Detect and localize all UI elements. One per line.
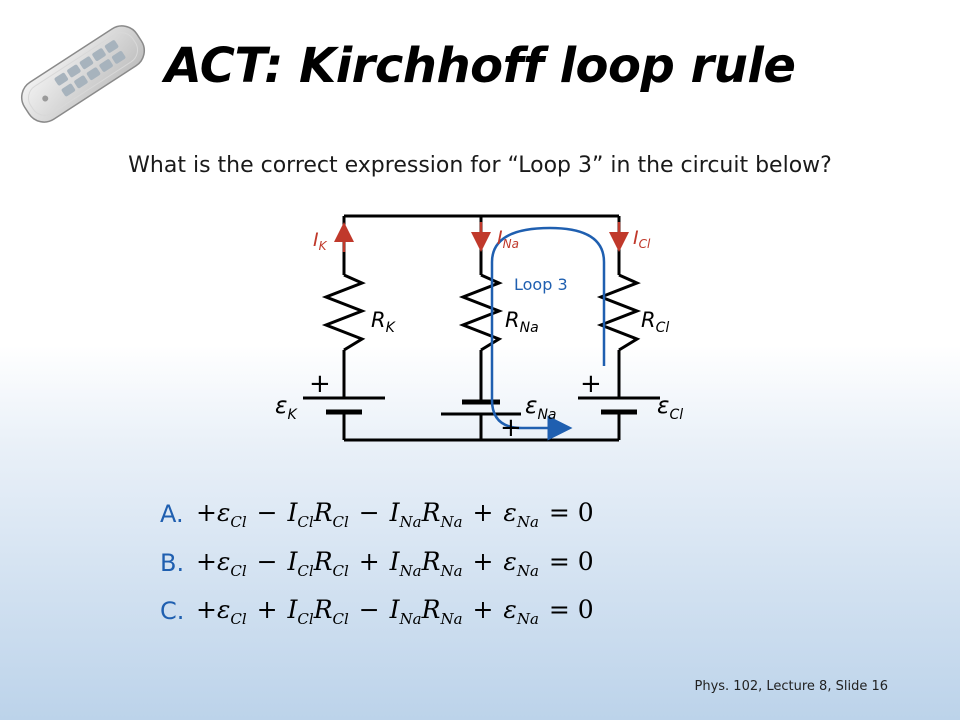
- loop-3-path: [490, 226, 606, 441]
- resistor-label-na: RNa: [505, 308, 539, 336]
- option-b-expression[interactable]: +εCl − IClRCl + INaRNa + εNa = 0: [196, 547, 594, 580]
- resistor-na: [458, 273, 504, 352]
- current-label-na: INa: [497, 227, 519, 251]
- slide-footer: Phys. 102, Lecture 8, Slide 16: [694, 679, 888, 694]
- option-a-expression[interactable]: +εCl − IClRCl − INaRNa + εNa = 0: [196, 498, 594, 531]
- resistor-label-k: RK: [371, 308, 397, 336]
- slide-title: ACT: Kirchhoff loop rule: [164, 38, 796, 94]
- current-label-k: IK: [313, 229, 328, 253]
- resistor-cl: [596, 273, 642, 352]
- loop-3-label: Loop 3: [514, 275, 568, 294]
- emf-label-cl: εCl: [657, 393, 683, 423]
- option-b-letter[interactable]: B.: [160, 549, 185, 577]
- question-text: What is the correct expression for “Loop…: [128, 153, 832, 178]
- option-c-expression[interactable]: +εCl + IClRCl − INaRNa + εNa = 0: [196, 595, 594, 628]
- resistor-label-cl: RCl: [641, 308, 669, 336]
- option-a-letter[interactable]: A.: [160, 500, 184, 528]
- resistor-k: [321, 273, 367, 352]
- emf-label-k: εK: [275, 393, 298, 423]
- plus-sign-k: +: [309, 369, 331, 399]
- current-label-cl: ICl: [633, 227, 651, 251]
- emf-label-na: εNa: [525, 393, 557, 423]
- option-c-letter[interactable]: C.: [160, 597, 185, 625]
- plus-sign-na: +: [500, 413, 522, 443]
- plus-sign-cl: +: [580, 369, 602, 399]
- clicker-remote-icon: [20, 25, 146, 123]
